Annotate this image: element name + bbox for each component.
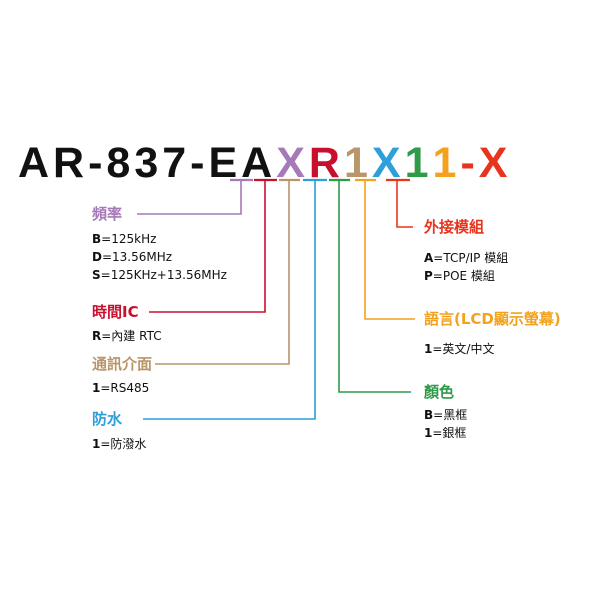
interface-connector	[155, 180, 290, 365]
model-part-waterproof: X	[371, 139, 405, 187]
model-part-rtc: R	[308, 139, 344, 187]
frequency-connector	[137, 180, 242, 215]
model-part-frequency: X	[276, 139, 309, 187]
interface-title: 通訊介面	[92, 355, 153, 373]
module-connector	[396, 180, 413, 228]
model-part-module: -X	[460, 139, 512, 187]
waterproof-title: 防水	[92, 410, 123, 428]
model-prefix: AR-837-EA	[18, 139, 277, 187]
model-part-color: 1	[404, 139, 433, 187]
module-title: 外接模組	[424, 218, 485, 236]
model-part-language: 1	[432, 139, 461, 187]
language-option-1: 1=英文/中文	[424, 342, 495, 356]
language-connector	[364, 180, 415, 320]
color-option-b: B=黑框	[424, 408, 468, 422]
rtc-connector	[149, 180, 266, 313]
rtc-option-r: R=內建 RTC	[92, 329, 162, 343]
color-title: 顏色	[424, 383, 455, 401]
color-connector	[338, 180, 411, 393]
frequency-option-d: D=13.56MHz	[92, 250, 173, 264]
frequency-option-s: S=125KHz+13.56MHz	[92, 268, 227, 282]
model-part-interface: 1	[343, 139, 372, 187]
waterproof-option-1: 1=防潑水	[92, 437, 147, 451]
language-title: 語言(LCD顯示螢幕)	[424, 310, 561, 328]
module-option-p: P=POE 模組	[424, 269, 495, 283]
interface-option-1: 1=RS485	[92, 381, 150, 395]
frequency-option-b: B=125kHz	[92, 232, 157, 246]
waterproof-connector	[143, 180, 316, 420]
model-number: AR-837-EAXR1X11-X	[18, 140, 511, 186]
frequency-title: 頻率	[92, 205, 123, 223]
rtc-title: 時間IC	[92, 303, 139, 321]
module-option-a: A=TCP/IP 模組	[424, 251, 509, 265]
color-option-1: 1=銀框	[424, 426, 467, 440]
